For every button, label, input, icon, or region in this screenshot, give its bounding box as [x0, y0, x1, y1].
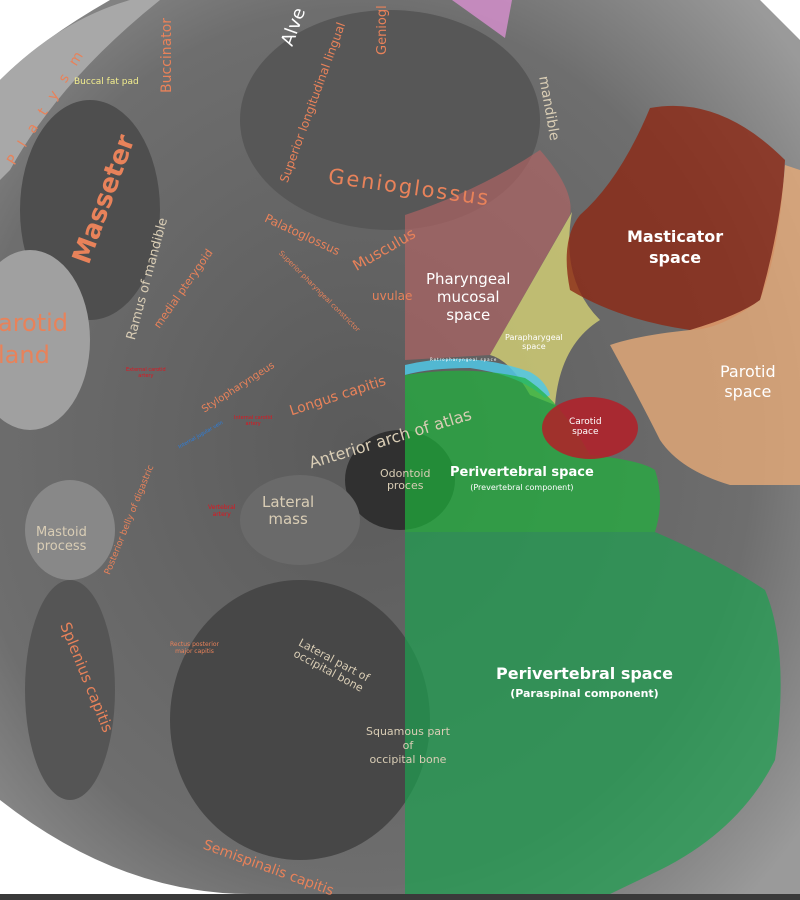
label-genioglossus-top: Geniogl — [375, 5, 390, 55]
outer-white-corner — [0, 0, 110, 80]
label-parotid-gland-2: land — [0, 341, 50, 369]
pink-region-top — [452, 0, 512, 38]
paraspinal-region — [405, 532, 781, 894]
label-parotid-gland: arotid — [0, 309, 69, 337]
label-buccal-fat-pad: Buccal fat pad — [74, 77, 139, 87]
occipital-region — [170, 580, 430, 860]
tongue-region — [240, 10, 540, 230]
retropharyngeal-space-region — [405, 358, 550, 398]
parotid-space-region — [610, 165, 800, 485]
lateral-mass-region — [240, 475, 360, 565]
parotid-gland-region — [0, 250, 90, 430]
label-perivertebral-prevertebral: Perivertebral space(Prevertebral compone… — [450, 465, 594, 493]
pharyngeal-mucosal-space-region — [405, 150, 571, 360]
prevertebral-region — [405, 370, 660, 532]
label-perivertebral-paraspinal: Perivertebral space(Paraspinal component… — [496, 664, 673, 700]
mastoid-region — [25, 480, 115, 580]
label-buccinator: Buccinator — [159, 17, 175, 93]
parapharyngeal-space-region — [490, 212, 600, 405]
label-retropharyngeal-space: Retropharyngeal space — [430, 357, 498, 362]
splenius-region — [25, 580, 115, 800]
outer-white-corner-right — [760, 0, 800, 40]
subcutaneous-tissue — [0, 0, 160, 180]
outer-white-bottom — [0, 800, 250, 894]
label-uvulae: uvulae — [372, 289, 413, 303]
masticator-space-region — [566, 105, 785, 330]
carotid-space-region — [542, 397, 638, 459]
